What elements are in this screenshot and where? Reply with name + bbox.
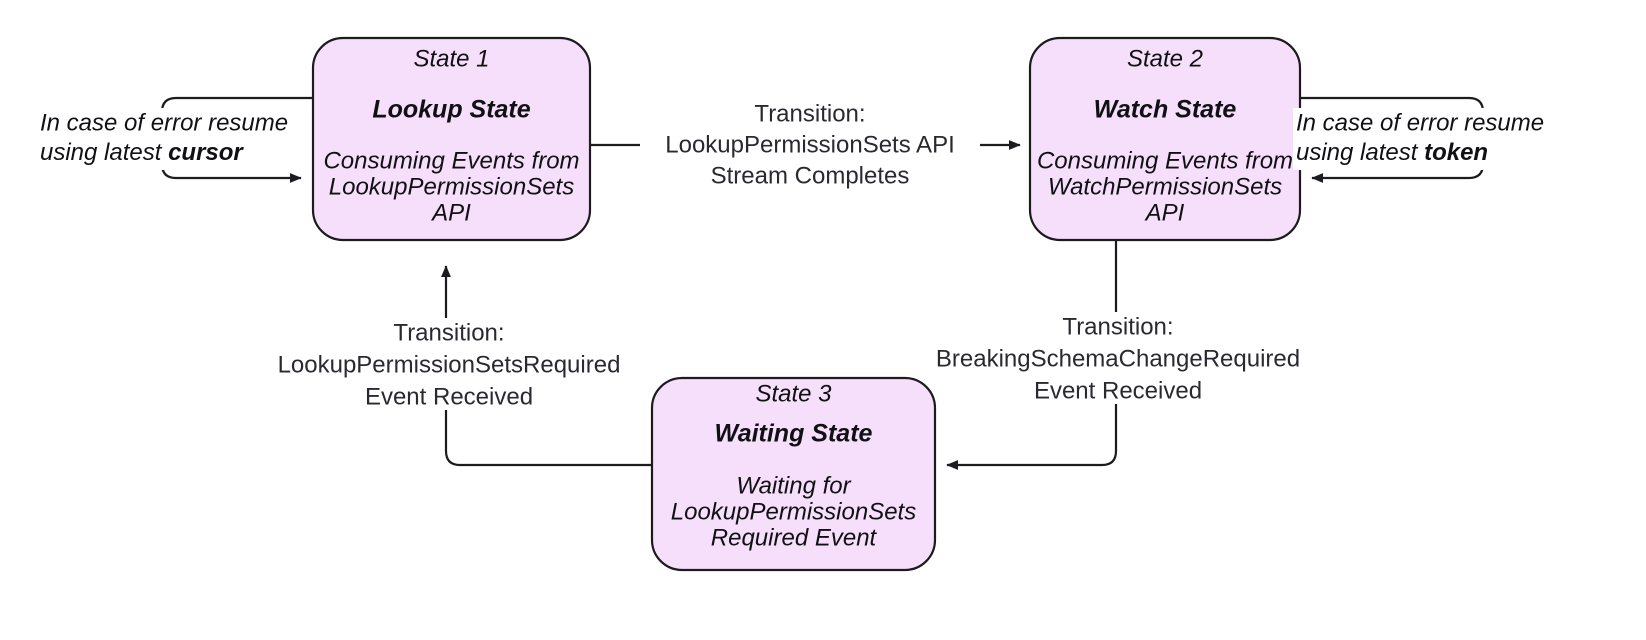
label-backdrop-2 [280, 318, 620, 410]
transition-3-line-3: Event Received [1034, 377, 1202, 404]
state-box-state-2[interactable]: State 2 Watch State Consuming Events fro… [1028, 36, 1302, 242]
loop-note-1-prefix: using latest [40, 139, 168, 166]
state-3-number: State 3 [755, 380, 832, 407]
state-2-desc-line-2: WatchPermissionSets [1048, 173, 1282, 200]
state-box-state-1[interactable]: State 1 Lookup State Consuming Events fr… [311, 36, 592, 242]
state-3-name: Waiting State [715, 420, 873, 448]
state-2-number: State 2 [1127, 45, 1203, 72]
transition-1-line-3: Stream Completes [711, 162, 910, 189]
transition-2-line-2: LookupPermissionSetsRequired [278, 351, 621, 378]
transition-3-line-1: Transition: [1062, 313, 1173, 340]
state-box-state-3[interactable]: State 3 Waiting State Waiting for Lookup… [650, 376, 937, 572]
transition-1-line-2: LookupPermissionSets API [665, 131, 955, 158]
state-1-number: State 1 [413, 45, 489, 72]
transition-2-line-1: Transition: [393, 319, 504, 346]
transition-label-waiting-to-lookup: Transition: LookupPermissionSetsRequired… [278, 318, 621, 410]
edge-waiting-to-lookup [441, 265, 652, 467]
loop-note-2-strong: token [1424, 139, 1488, 166]
transition-label-watch-to-waiting: Transition: BreakingSchemaChangeRequired… [936, 312, 1300, 404]
transition-3-line-2: BreakingSchemaChangeRequired [936, 345, 1300, 372]
loop-note-1-line-1: In case of error resume [40, 109, 288, 136]
state-1-desc-line-3: API [430, 199, 471, 226]
loop-note-2-line-2: using latest token [1296, 139, 1488, 166]
loop-note-lookup-error: In case of error resume using latest cur… [36, 108, 288, 170]
loop-note-watch-error: In case of error resume using latest tok… [1293, 108, 1548, 170]
state-1-name: Lookup State [372, 96, 530, 124]
state-2-name: Watch State [1094, 96, 1237, 124]
state-3-desc-line-1: Waiting for [736, 472, 851, 499]
transition-label-lookup-to-watch: Transition: LookupPermissionSets API Str… [640, 98, 980, 190]
state-1-desc-line-1: Consuming Events from [323, 147, 579, 174]
loop-note-1-line-2: using latest cursor [40, 139, 244, 166]
note-backdrop-2 [1293, 108, 1548, 170]
note-backdrop-1 [36, 108, 286, 170]
state-1-desc-line-2: LookupPermissionSets [329, 173, 574, 200]
loop-note-2-line-1: In case of error resume [1296, 109, 1544, 136]
state-3-desc-line-3: Required Event [711, 524, 878, 551]
state-2-desc-line-3: API [1144, 199, 1185, 226]
loop-note-1-strong: cursor [168, 139, 244, 166]
loop-note-2-prefix: using latest [1296, 139, 1424, 166]
state-3-desc-line-2: LookupPermissionSets [671, 498, 916, 525]
state-2-desc-line-1: Consuming Events from [1037, 147, 1293, 174]
transition-2-line-3: Event Received [365, 383, 533, 410]
label-backdrop-1 [640, 98, 980, 190]
transition-1-line-1: Transition: [754, 100, 865, 127]
edge-watch-to-waiting [946, 240, 1118, 470]
label-backdrop-3 [955, 312, 1300, 404]
